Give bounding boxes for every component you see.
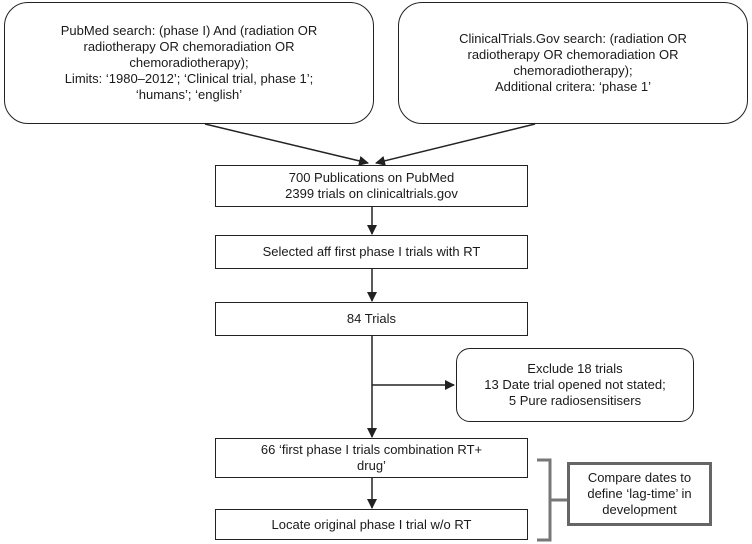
compare-dates-box: Compare dates to define ‘lag-time’ in de… <box>567 462 712 526</box>
pubmed-line-1: PubMed search: (phase I) And (radiation … <box>60 23 318 38</box>
bracket <box>537 458 552 542</box>
exclude-line-1: Exclude 18 trials <box>527 361 623 376</box>
locate-line: Locate original phase I trial w/o RT <box>271 516 472 532</box>
arrow-clinicaltrials-to-publications <box>375 123 536 166</box>
clinicaltrials-search-box: ClinicalTrials.Gov search: (radiation OR… <box>398 2 748 124</box>
clinicaltrials-line-4: Additional critera: ‘phase 1’ <box>494 79 652 94</box>
exclude-box: Exclude 18 trials 13 Date trial opened n… <box>456 348 694 422</box>
compare-line-3: development <box>602 502 677 517</box>
locate-box: Locate original phase I trial w/o RT <box>215 509 528 540</box>
clinicaltrials-line-2: radiotherapy OR chemoradiation OR <box>467 47 679 62</box>
pubmed-line-3: chemoradiotherapy); <box>129 55 249 70</box>
trials-84-box: 84 Trials <box>215 302 528 336</box>
exclude-line-3: 5 Pure radiosensitisers <box>508 393 642 408</box>
combination-box: 66 ‘first phase I trials combination RT+… <box>215 438 528 478</box>
compare-line-1: Compare dates to <box>587 470 692 485</box>
publications-box: 700 Publications on PubMed 2399 trials o… <box>215 165 528 207</box>
publications-line-1: 700 Publications on PubMed <box>288 170 455 185</box>
exclude-line-2: 13 Date trial opened not stated; <box>484 377 666 392</box>
combination-line-1: 66 ‘first phase I trials combination RT+ <box>260 442 483 457</box>
pubmed-line-5: ‘humans’; ‘english’ <box>135 87 243 102</box>
pubmed-line-4: Limits: ‘1980–2012’; ‘Clinical trial, ph… <box>64 71 314 86</box>
clinicaltrials-line-3: chemoradiotherapy); <box>513 63 633 78</box>
pubmed-search-box: PubMed search: (phase I) And (radiation … <box>4 2 374 124</box>
selected-line: Selected aff first phase I trials with R… <box>262 244 481 259</box>
compare-line-2: define ‘lag-time’ in <box>587 486 692 501</box>
trials-84-line: 84 Trials <box>346 311 397 326</box>
arrow-pubmed-to-publications <box>204 123 369 166</box>
selected-trials-box: Selected aff first phase I trials with R… <box>215 235 528 269</box>
publications-line-2: 2399 trials on clinicaltrials.gov <box>285 186 458 201</box>
combination-line-2: drug’ <box>357 458 386 473</box>
pubmed-line-2: radiotherapy OR chemoradiation OR <box>83 39 295 54</box>
clinicaltrials-line-1: ClinicalTrials.Gov search: (radiation OR <box>459 31 687 46</box>
